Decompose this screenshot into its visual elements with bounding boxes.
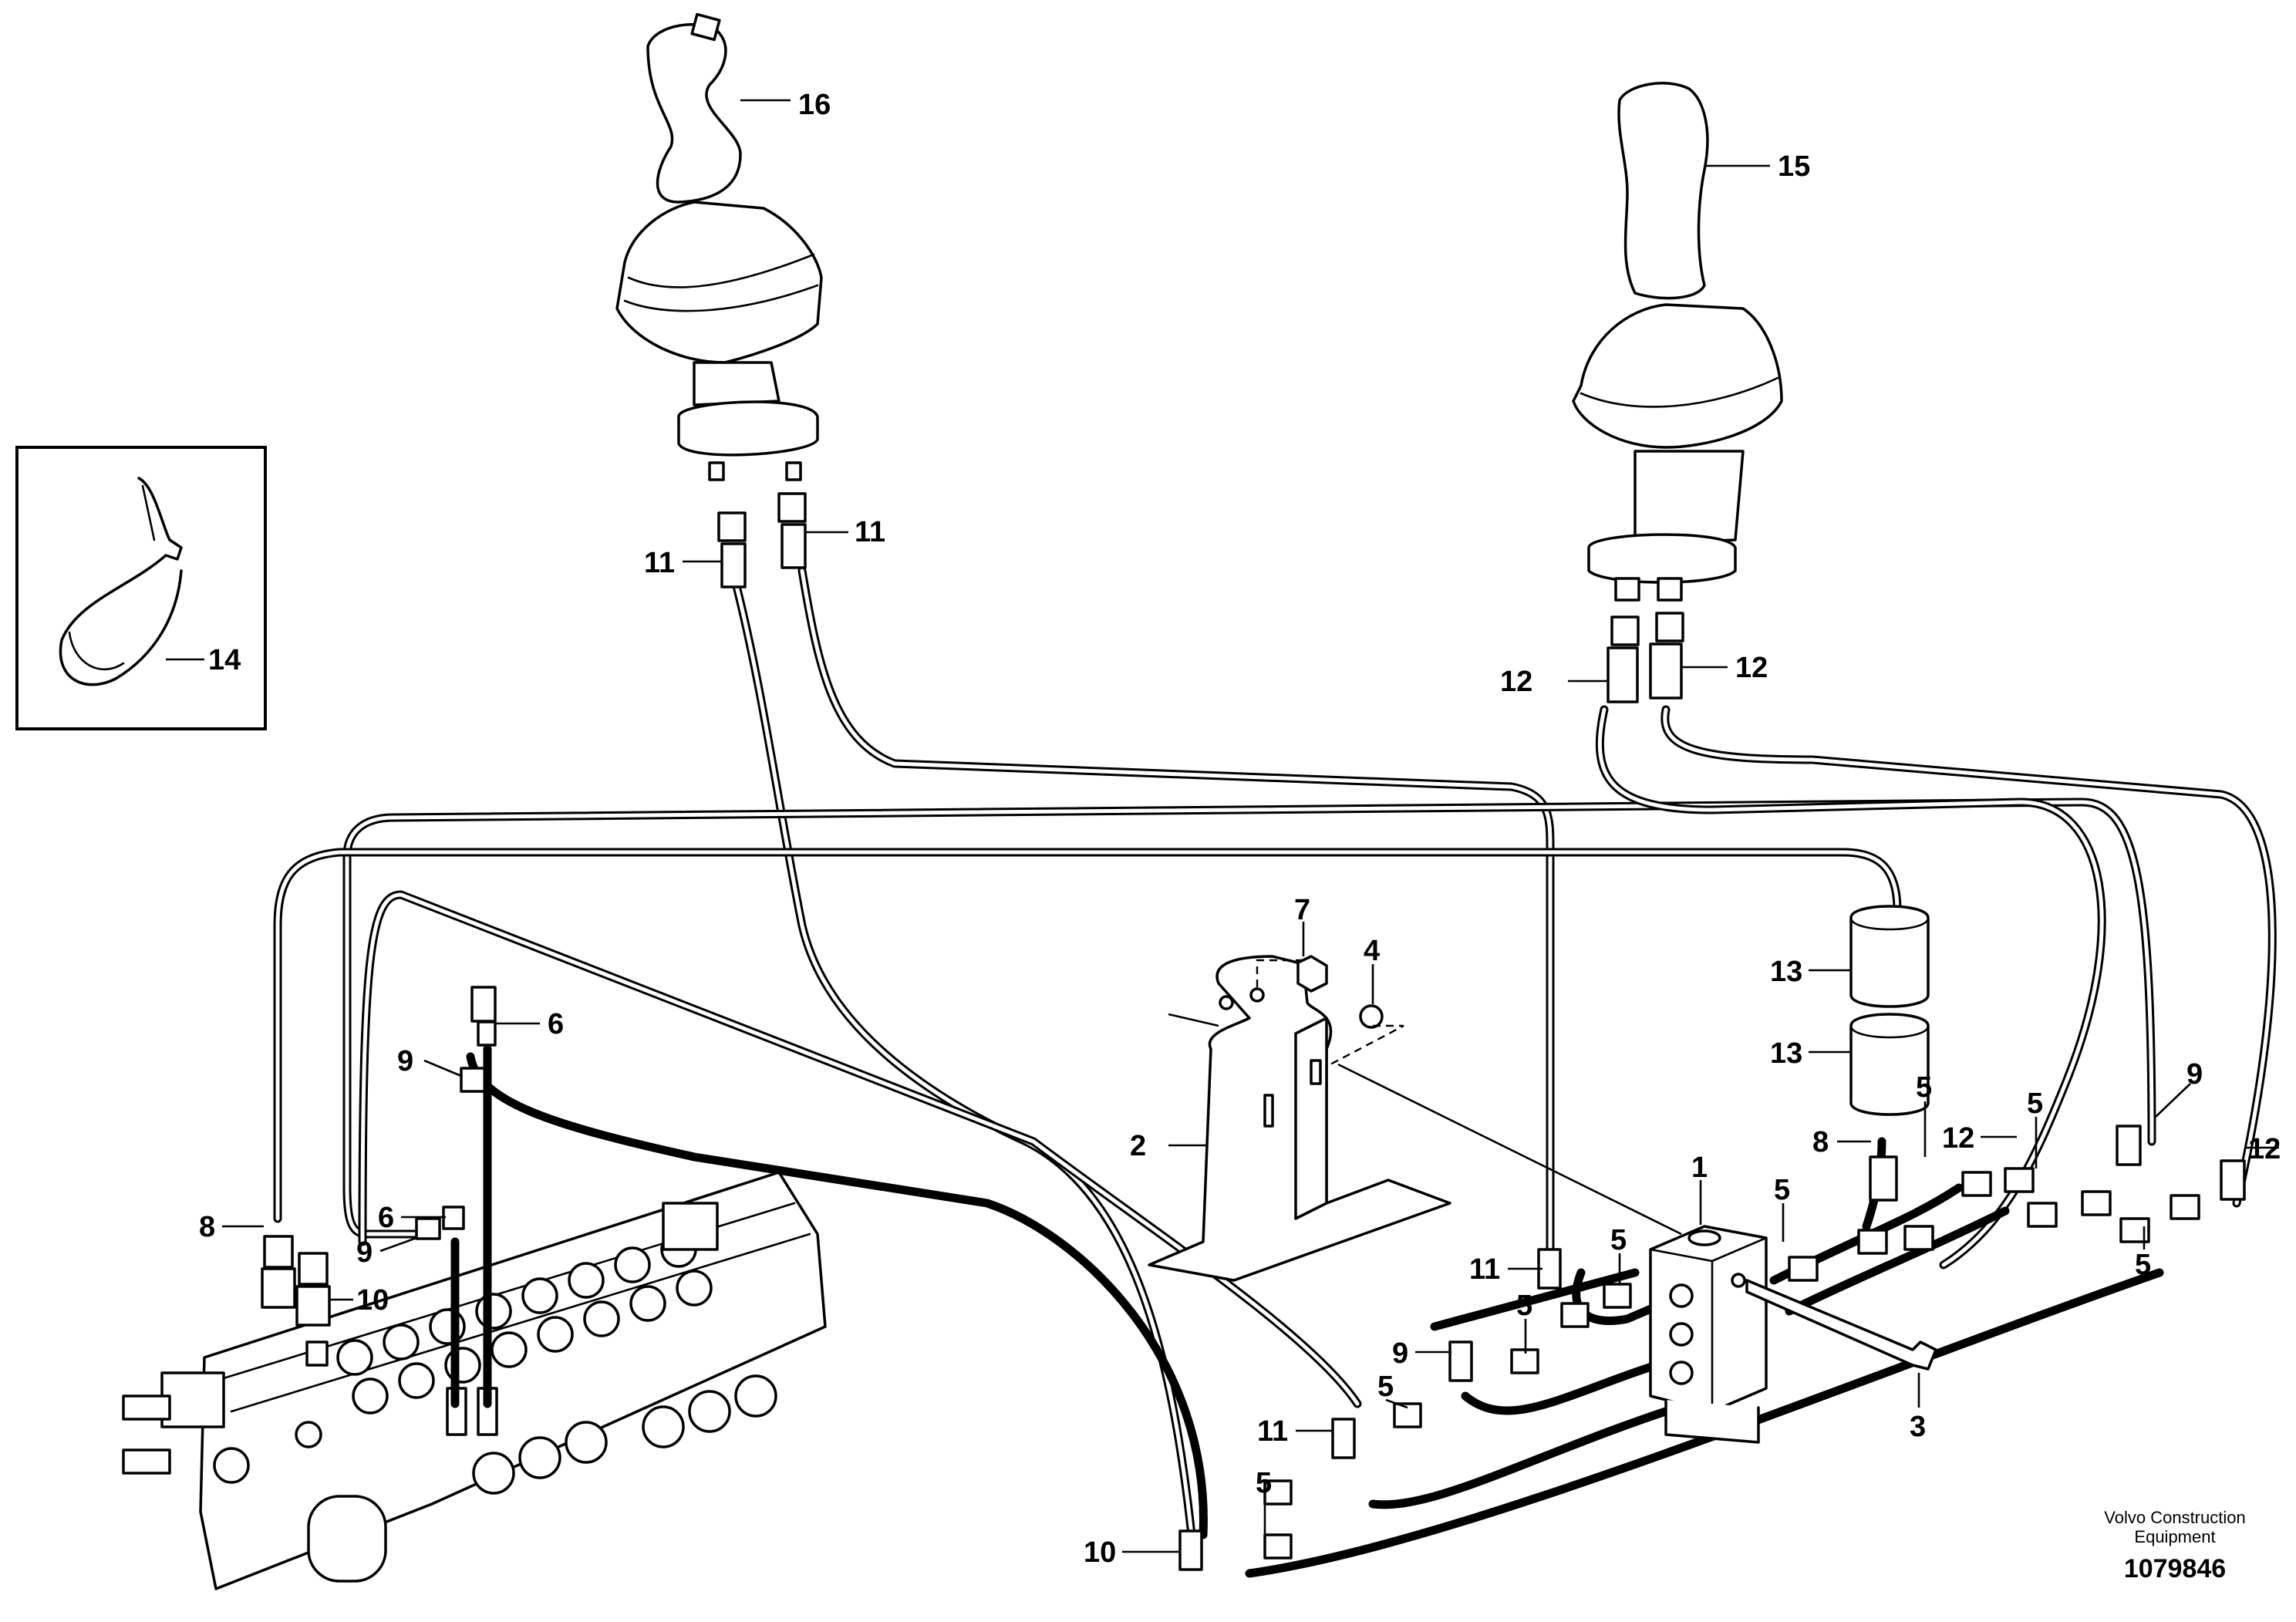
callout-9-a: 9 <box>397 1045 413 1077</box>
callout-labels: 16 15 14 11 11 12 12 7 4 6 9 2 8 <box>166 89 2281 1569</box>
callout-13-b: 13 <box>1770 1037 1802 1070</box>
callout-3: 3 <box>1910 1411 1926 1443</box>
callout-10-a: 10 <box>356 1284 389 1317</box>
bolt-and-nut <box>1256 955 1404 1066</box>
callout-11-a: 11 <box>644 547 675 579</box>
brand-line-2: Equipment <box>2134 1527 2215 1546</box>
callout-5-g: 5 <box>1377 1371 1394 1403</box>
callout-5-f: 5 <box>1516 1290 1532 1322</box>
callout-16: 16 <box>798 89 831 121</box>
callout-1: 1 <box>1691 1152 1708 1184</box>
callout-5-b: 5 <box>1916 1071 1932 1104</box>
cable-tie-inset <box>15 446 267 730</box>
callout-6-a: 6 <box>548 1008 564 1040</box>
callout-5-a: 5 <box>2027 1088 2043 1120</box>
callout-12-a: 12 <box>1500 666 1532 698</box>
callout-5-c: 5 <box>2135 1249 2151 1281</box>
callout-12-c: 12 <box>1942 1122 1974 1155</box>
callout-12-b: 12 <box>1735 652 1768 684</box>
joystick-right <box>1572 82 1783 703</box>
callout-2: 2 <box>1130 1130 1146 1162</box>
callout-9-b: 9 <box>356 1236 373 1269</box>
main-control-valve <box>122 1171 827 1590</box>
callout-10-b: 10 <box>1084 1536 1116 1569</box>
callout-8-b: 8 <box>1812 1126 1829 1158</box>
document-number: 1079846 <box>2124 1554 2226 1583</box>
callout-13-a: 13 <box>1770 956 1802 988</box>
callout-7: 7 <box>1294 894 1310 926</box>
valve-block <box>1649 1225 1937 1444</box>
cable-tie-icon <box>59 477 183 686</box>
callout-15: 15 <box>1778 150 1810 183</box>
mounting-bracket <box>1148 955 1682 1282</box>
callout-12-d: 12 <box>2248 1133 2281 1165</box>
callout-5-h: 5 <box>1256 1467 1272 1499</box>
callout-6-b: 6 <box>378 1202 394 1234</box>
hose-routes <box>273 566 2277 1578</box>
callout-5-e: 5 <box>1610 1224 1627 1256</box>
callout-5-d: 5 <box>1774 1174 1790 1206</box>
callout-9-c: 9 <box>2186 1058 2203 1091</box>
footer-branding: Volvo Construction Equipment 1079846 <box>2104 1508 2245 1583</box>
accumulators <box>1849 905 1930 1202</box>
callout-11-c: 11 <box>1469 1253 1500 1286</box>
callout-11-b: 11 <box>855 516 885 548</box>
valve-block-fittings <box>1178 1125 2246 1571</box>
joystick-left <box>615 12 823 588</box>
callout-14: 14 <box>208 644 241 676</box>
callout-8-a: 8 <box>199 1211 215 1243</box>
callout-11-d: 11 <box>1257 1415 1288 1448</box>
callout-9-d: 9 <box>1392 1337 1408 1370</box>
callout-4: 4 <box>1364 935 1380 967</box>
brand-line-1: Volvo Construction <box>2104 1508 2245 1527</box>
